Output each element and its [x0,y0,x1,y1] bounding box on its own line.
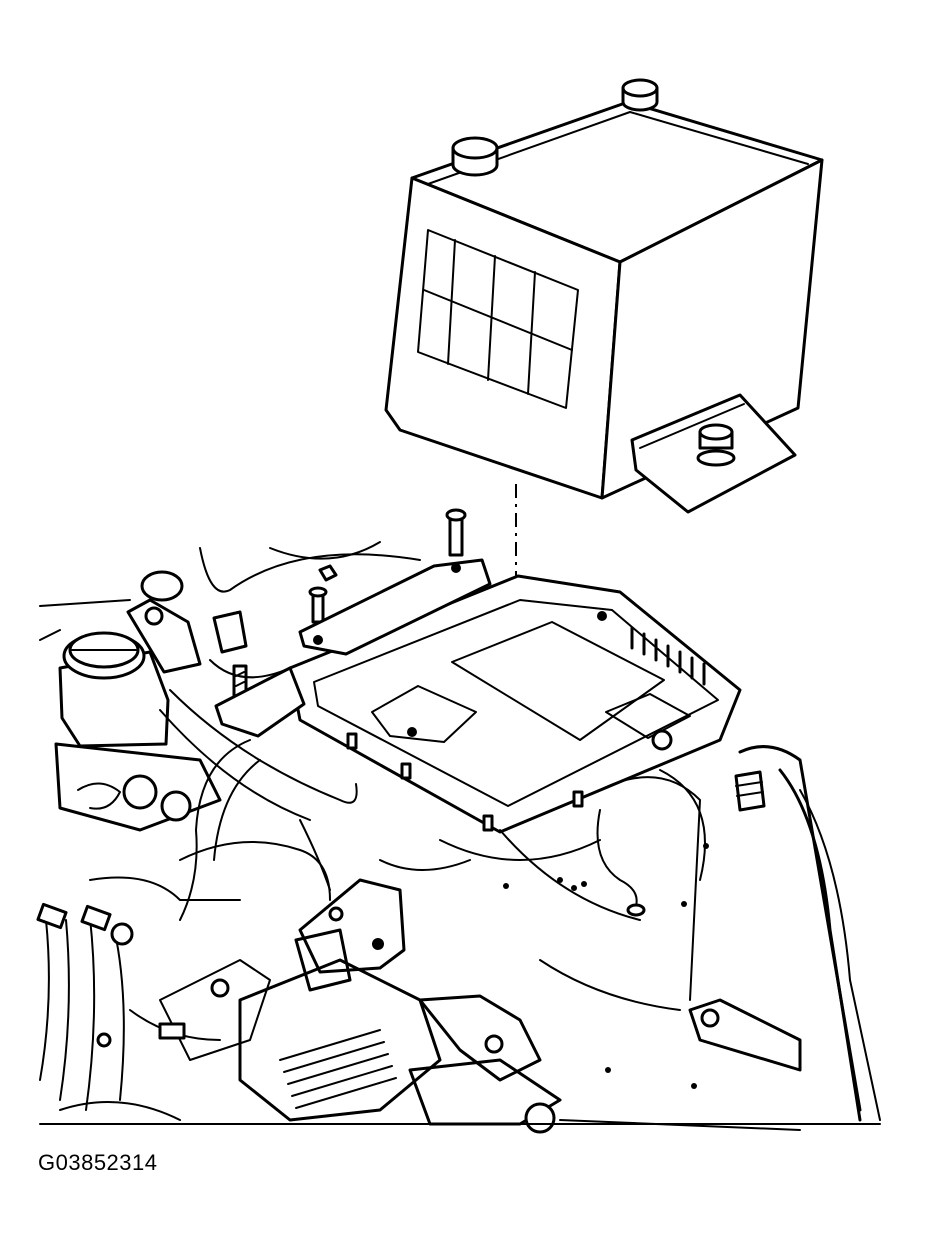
battery-terminal-positive [451,136,499,177]
battery-terminal-negative [621,78,659,112]
figure-code: G03852314 [38,1150,158,1175]
tray-bolt-2 [308,586,328,624]
battery [384,78,824,514]
engine-compartment [36,541,881,1134]
brake-fluid-reservoir [58,631,170,748]
tray-nut [318,564,338,582]
tray-bolt-1 [445,508,467,557]
battery-tray [214,558,742,834]
hold-down-bolt [696,423,736,467]
